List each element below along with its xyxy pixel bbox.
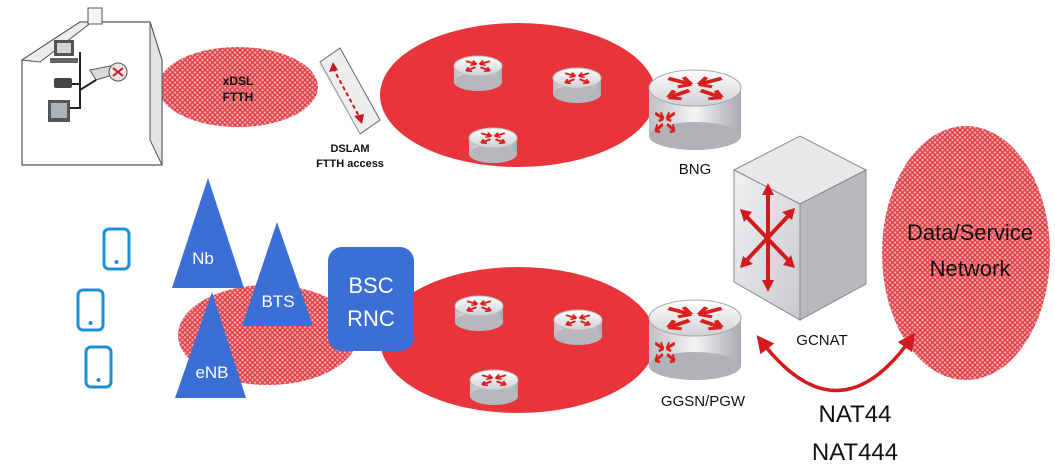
bng-router-icon (648, 69, 742, 150)
ggsn-router-icon (648, 299, 742, 380)
router-icon (454, 295, 504, 331)
enb-antenna-icon (175, 292, 246, 398)
data-network-label-2: Network (930, 256, 1012, 281)
phone-icon (84, 345, 113, 389)
router-icon (553, 309, 603, 345)
bts-antenna-icon (242, 222, 313, 326)
router-icon (469, 369, 519, 405)
dslam-label-1: DSLAM (330, 143, 369, 155)
house-icon (20, 7, 163, 166)
bsc-rnc-box (328, 247, 414, 351)
router-icon (453, 55, 503, 91)
mobile-core-cloud (380, 267, 656, 413)
dslam-icon (319, 47, 381, 135)
rnc-label: RNC (347, 306, 395, 331)
dslam-label-2: FTTH access (316, 158, 384, 170)
nb-label: Nb (192, 249, 214, 268)
phone-icon (102, 227, 131, 271)
router-icon (552, 67, 602, 103)
access-network-cloud (158, 47, 318, 127)
bng-label: BNG (679, 161, 712, 178)
data-network-cloud (882, 126, 1050, 380)
nat-arrow (756, 332, 916, 393)
nat44-label: NAT44 (819, 401, 892, 428)
bsc-label: BSC (348, 273, 393, 298)
gcnat-box-icon (732, 135, 868, 321)
nat444-label: NAT444 (812, 439, 898, 466)
access-type-label-1: xDSL (223, 74, 254, 88)
access-type-label-2: FTTH (223, 90, 254, 104)
ggsn-label: GGSN/PGW (661, 393, 746, 410)
bts-label: BTS (261, 292, 294, 311)
phone-icon (76, 288, 105, 332)
enb-label: eNB (195, 363, 228, 382)
gcnat-label: GCNAT (796, 332, 847, 349)
fixed-core-cloud (380, 23, 656, 167)
router-icon (468, 127, 518, 163)
nb-antenna-icon (172, 178, 244, 288)
data-network-label-1: Data/Service (907, 220, 1033, 245)
